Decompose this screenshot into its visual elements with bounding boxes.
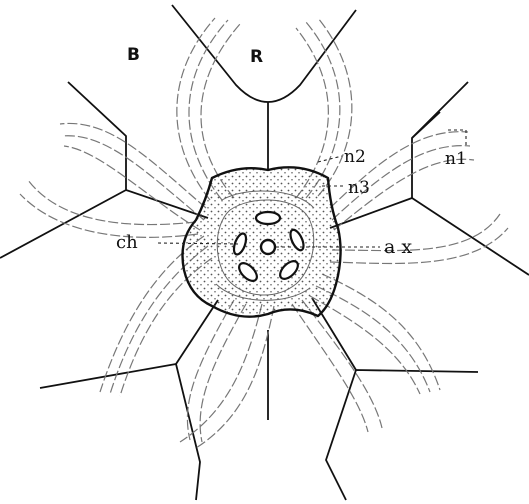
- label-n1: n1: [445, 149, 467, 169]
- label-R: R: [250, 47, 263, 67]
- central-disc: [183, 167, 341, 316]
- label-n3: n3: [348, 178, 370, 198]
- label-ch: ch: [116, 232, 138, 253]
- label-n2: n2: [344, 147, 366, 167]
- label-ax: a x: [384, 236, 412, 258]
- axial-pore: [261, 240, 275, 254]
- label-B: B: [127, 45, 140, 65]
